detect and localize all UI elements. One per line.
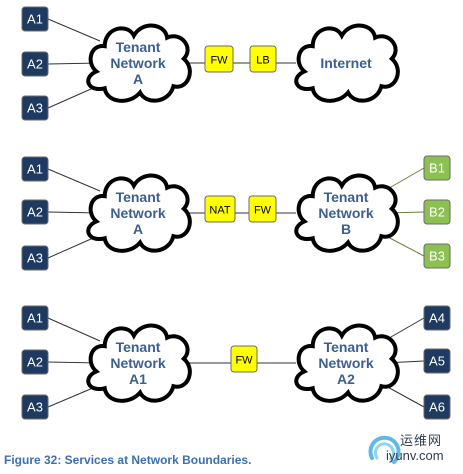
node-a2-box (21, 199, 49, 225)
service-fw-label: FW (254, 205, 272, 217)
node-b3-label: B3 (429, 249, 445, 264)
cloud-label: Network (110, 355, 165, 371)
service-nat-label: NAT (209, 205, 230, 217)
cloud-label: Network (318, 205, 373, 221)
service-fw-box (248, 195, 277, 223)
node-a4-box (423, 305, 451, 331)
node-a1-box (21, 305, 49, 331)
node-a3: A3 (21, 95, 49, 121)
watermark: 运维网 iyunv.com (364, 428, 460, 470)
cloud-label: A2 (337, 371, 355, 387)
node-a2-label: A2 (27, 205, 43, 220)
service-lb-box (249, 45, 277, 73)
service-lb: LB (249, 45, 277, 73)
service-fw-label: FW (235, 355, 253, 367)
cloud-shape (86, 173, 192, 253)
cloud-shape (294, 323, 400, 403)
node-b2-box (423, 199, 451, 225)
node-a1: A1 (21, 6, 49, 32)
cloud-label: Tenant (116, 189, 161, 205)
node-a3: A3 (21, 394, 49, 420)
watermark-logo-icon (368, 435, 401, 464)
node-a3-label: A3 (27, 251, 43, 266)
node-a4-label: A4 (429, 311, 445, 326)
node-connector-line (47, 317, 101, 342)
node-a2-box (21, 51, 49, 77)
node-a2: A2 (21, 51, 49, 77)
cloud-shape (294, 23, 400, 103)
cloud-shape (86, 23, 192, 103)
node-b1-label: B1 (429, 161, 445, 176)
node-a5-box (423, 348, 451, 374)
service-fw: FW (204, 45, 234, 73)
cloud-label: B (341, 221, 351, 237)
node-a1: A1 (21, 156, 49, 182)
cloud-label: Network (318, 355, 373, 371)
cloud-label: Network (110, 55, 165, 71)
node-a5: A5 (423, 348, 451, 374)
service-fw: FW (248, 195, 277, 223)
node-a2: A2 (21, 199, 49, 225)
cloud-label: A1 (129, 371, 147, 387)
node-b1-box (423, 155, 451, 181)
node-connector-line (383, 384, 425, 408)
node-a3-label: A3 (27, 400, 43, 415)
node-a5-label: A5 (429, 354, 445, 369)
node-a3: A3 (21, 245, 49, 271)
node-a3-box (21, 95, 49, 121)
figure-caption: Figure 32: Services at Network Boundarie… (4, 453, 252, 467)
service-lb-label: LB (256, 55, 269, 67)
node-a3-box (21, 394, 49, 420)
node-a6-label: A6 (429, 400, 445, 415)
node-connector-line (47, 168, 101, 192)
watermark-url: iyunv.com (386, 448, 444, 463)
node-a3-box (21, 245, 49, 271)
node-a1-box (21, 6, 49, 32)
node-a1-box (21, 156, 49, 182)
node-a6-box (423, 394, 451, 420)
service-fw-box (204, 45, 234, 73)
cloud-label: Tenant (116, 339, 161, 355)
watermark-chinese: 运维网 (400, 434, 443, 449)
cloud-shape (86, 323, 192, 403)
node-a1-label: A1 (27, 311, 43, 326)
cloud-label: A (133, 71, 143, 87)
node-connector-line (383, 234, 425, 257)
node-b2: B2 (423, 199, 451, 225)
node-connector-line (47, 18, 101, 42)
cloud-label: Tenant (116, 39, 161, 55)
cloud-label: Tenant (324, 339, 369, 355)
node-a1-label: A1 (27, 12, 43, 27)
node-a1-label: A1 (27, 162, 43, 177)
node-a4: A4 (423, 305, 451, 331)
cloud-shape (294, 173, 400, 253)
service-nat: NAT (204, 195, 236, 223)
right-cloud: Internet (294, 23, 400, 103)
cloud-label: A (133, 221, 143, 237)
cloud-label: Network (110, 205, 165, 221)
node-a3-label: A3 (27, 101, 43, 116)
node-b3-box (423, 243, 451, 269)
node-a2-label: A2 (27, 57, 43, 72)
service-nat-box (204, 195, 236, 223)
node-a2: A2 (21, 349, 49, 375)
service-fw: FW (230, 345, 258, 373)
node-a6: A6 (423, 394, 451, 420)
node-a2-box (21, 349, 49, 375)
node-a2-label: A2 (27, 355, 43, 370)
cloud-label: Tenant (324, 189, 369, 205)
service-fw-box (230, 345, 258, 373)
service-fw-label: FW (210, 55, 228, 67)
node-b3: B3 (423, 243, 451, 269)
node-b1: B1 (423, 155, 451, 181)
node-b2-label: B2 (429, 205, 445, 220)
node-a1: A1 (21, 305, 49, 331)
cloud-label: Internet (320, 55, 372, 71)
